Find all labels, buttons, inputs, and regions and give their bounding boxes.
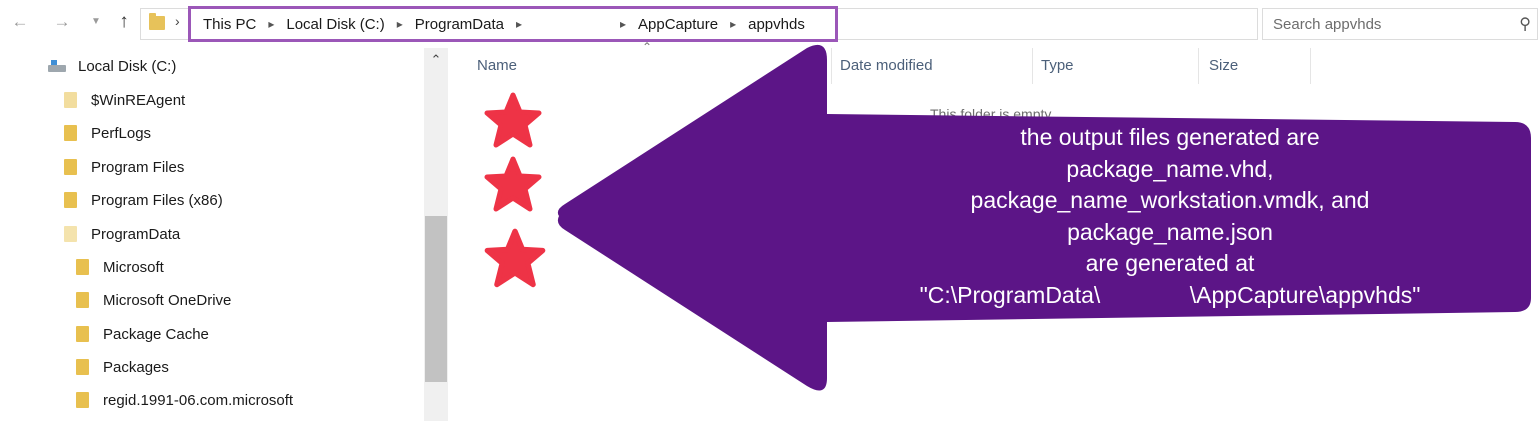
callout-line: package_name.json <box>1067 218 1273 245</box>
folder-icon <box>76 259 89 275</box>
folder-icon <box>76 392 89 408</box>
breadcrumb-this-pc[interactable]: This PC <box>203 15 257 33</box>
chevron-right-icon[interactable]: ▸ <box>515 17 522 31</box>
tree-item[interactable]: Package Cache <box>76 319 209 349</box>
tree-item[interactable]: Program Files <box>64 152 184 182</box>
tree-item[interactable]: Microsoft <box>76 252 164 282</box>
callout-line: "C:\ProgramData\ \AppCapture\appvhds" <box>919 281 1421 308</box>
address-toolbar: ← → ▼ ↑ › › This PC ▸ Local Disk (C:) ▸ … <box>0 0 1539 48</box>
column-divider[interactable] <box>1032 48 1033 84</box>
scrollbar-thumb[interactable] <box>425 216 447 382</box>
chevron-right-icon[interactable]: ▸ <box>268 17 275 31</box>
chevron-down-icon: ▼ <box>91 16 101 27</box>
chevron-right-icon[interactable]: ▸ <box>730 17 737 31</box>
callout-line: are generated at <box>1085 250 1255 276</box>
column-header-date-modified[interactable]: Date modified <box>840 57 933 74</box>
callout-text: the output files generated are package_n… <box>860 122 1480 311</box>
column-header-type[interactable]: Type <box>1041 57 1074 74</box>
address-highlight-box <box>188 6 838 42</box>
folder-icon <box>64 92 77 108</box>
tree-item-label: Microsoft <box>103 258 164 276</box>
up-button[interactable]: ↑ <box>112 10 136 34</box>
folder-icon <box>76 292 89 308</box>
tree-item[interactable]: PerfLogs <box>64 118 151 148</box>
callout-line: package_name_workstation.vmdk, and <box>970 187 1370 213</box>
breadcrumb-appvhds[interactable]: appvhds <box>748 15 805 33</box>
folder-icon <box>64 192 77 208</box>
navigation-pane: Local Disk (C:) $WinREAgent PerfLogs Pro… <box>0 48 448 421</box>
recent-locations-button[interactable]: ▼ <box>84 10 108 34</box>
folder-icon <box>76 326 89 342</box>
chevron-right-icon[interactable]: ▸ <box>620 17 627 31</box>
tree-item-label: PerfLogs <box>91 124 152 142</box>
tree-item-label: Local Disk (C:) <box>78 57 177 75</box>
tree-item[interactable]: Program Files (x86) <box>64 185 223 215</box>
column-divider[interactable] <box>1198 48 1199 84</box>
star-icon <box>484 92 542 148</box>
column-header-size[interactable]: Size <box>1209 57 1239 74</box>
folder-icon <box>149 13 165 30</box>
chevron-right-icon[interactable]: ▸ <box>396 17 403 31</box>
tree-item-label: ProgramData <box>91 225 181 243</box>
star-icon <box>484 156 542 212</box>
tree-item-label: Program Files <box>91 158 185 176</box>
tree-item[interactable]: Microsoft OneDrive <box>76 285 231 315</box>
column-header-name[interactable]: Name <box>477 57 518 74</box>
tree-item[interactable]: Packages <box>76 352 169 382</box>
sort-ascending-icon: ⌃ <box>642 40 653 54</box>
breadcrumb: › This PC ▸ Local Disk (C:) ▸ ProgramDat… <box>187 9 807 39</box>
tree-item-label: regid.1991-06.com.microsoft <box>103 391 294 409</box>
tree-item[interactable]: ProgramData <box>64 219 180 249</box>
tree-item-label: $WinREAgent <box>91 91 186 109</box>
search-box[interactable]: Search appvhds ⚲ <box>1262 8 1538 40</box>
tree-item-label: Packages <box>103 358 169 376</box>
callout-line: the output files generated are <box>1020 124 1320 150</box>
folder-icon <box>76 359 89 375</box>
tree-item[interactable]: regid.1991-06.com.microsoft <box>76 385 293 415</box>
tree-item-local-disk[interactable]: Local Disk (C:) <box>48 51 176 81</box>
star-icon <box>484 228 546 288</box>
breadcrumb-programdata[interactable]: ProgramData <box>414 15 504 33</box>
chevron-right-icon: › <box>175 13 180 29</box>
breadcrumb-local-disk[interactable]: Local Disk (C:) <box>286 15 385 33</box>
tree-item-label: Microsoft OneDrive <box>103 291 232 309</box>
column-divider[interactable] <box>831 48 832 84</box>
arrow-left-icon: ← <box>11 12 29 31</box>
arrow-up-icon: ↑ <box>119 11 129 32</box>
back-button[interactable]: ← <box>8 10 32 34</box>
forward-button[interactable]: → <box>50 10 74 34</box>
tree-item-label: Package Cache <box>103 325 209 343</box>
callout-arrow <box>557 44 1531 391</box>
chevron-up-icon[interactable]: ⌃ <box>430 52 442 67</box>
arrow-right-icon: → <box>53 12 71 31</box>
search-placeholder: Search appvhds <box>1273 16 1382 33</box>
callout-line: package_name.vhd, <box>1066 155 1274 182</box>
folder-icon <box>64 159 77 175</box>
column-divider[interactable] <box>1310 48 1311 84</box>
folder-open-icon <box>64 226 77 242</box>
drive-icon <box>48 59 66 73</box>
tree-item-label: Program Files (x86) <box>91 191 223 209</box>
search-icon: ⚲ <box>1519 16 1531 33</box>
tree-item[interactable]: $WinREAgent <box>64 85 185 115</box>
breadcrumb-appcapture[interactable]: AppCapture <box>638 15 719 33</box>
folder-icon <box>64 125 77 141</box>
